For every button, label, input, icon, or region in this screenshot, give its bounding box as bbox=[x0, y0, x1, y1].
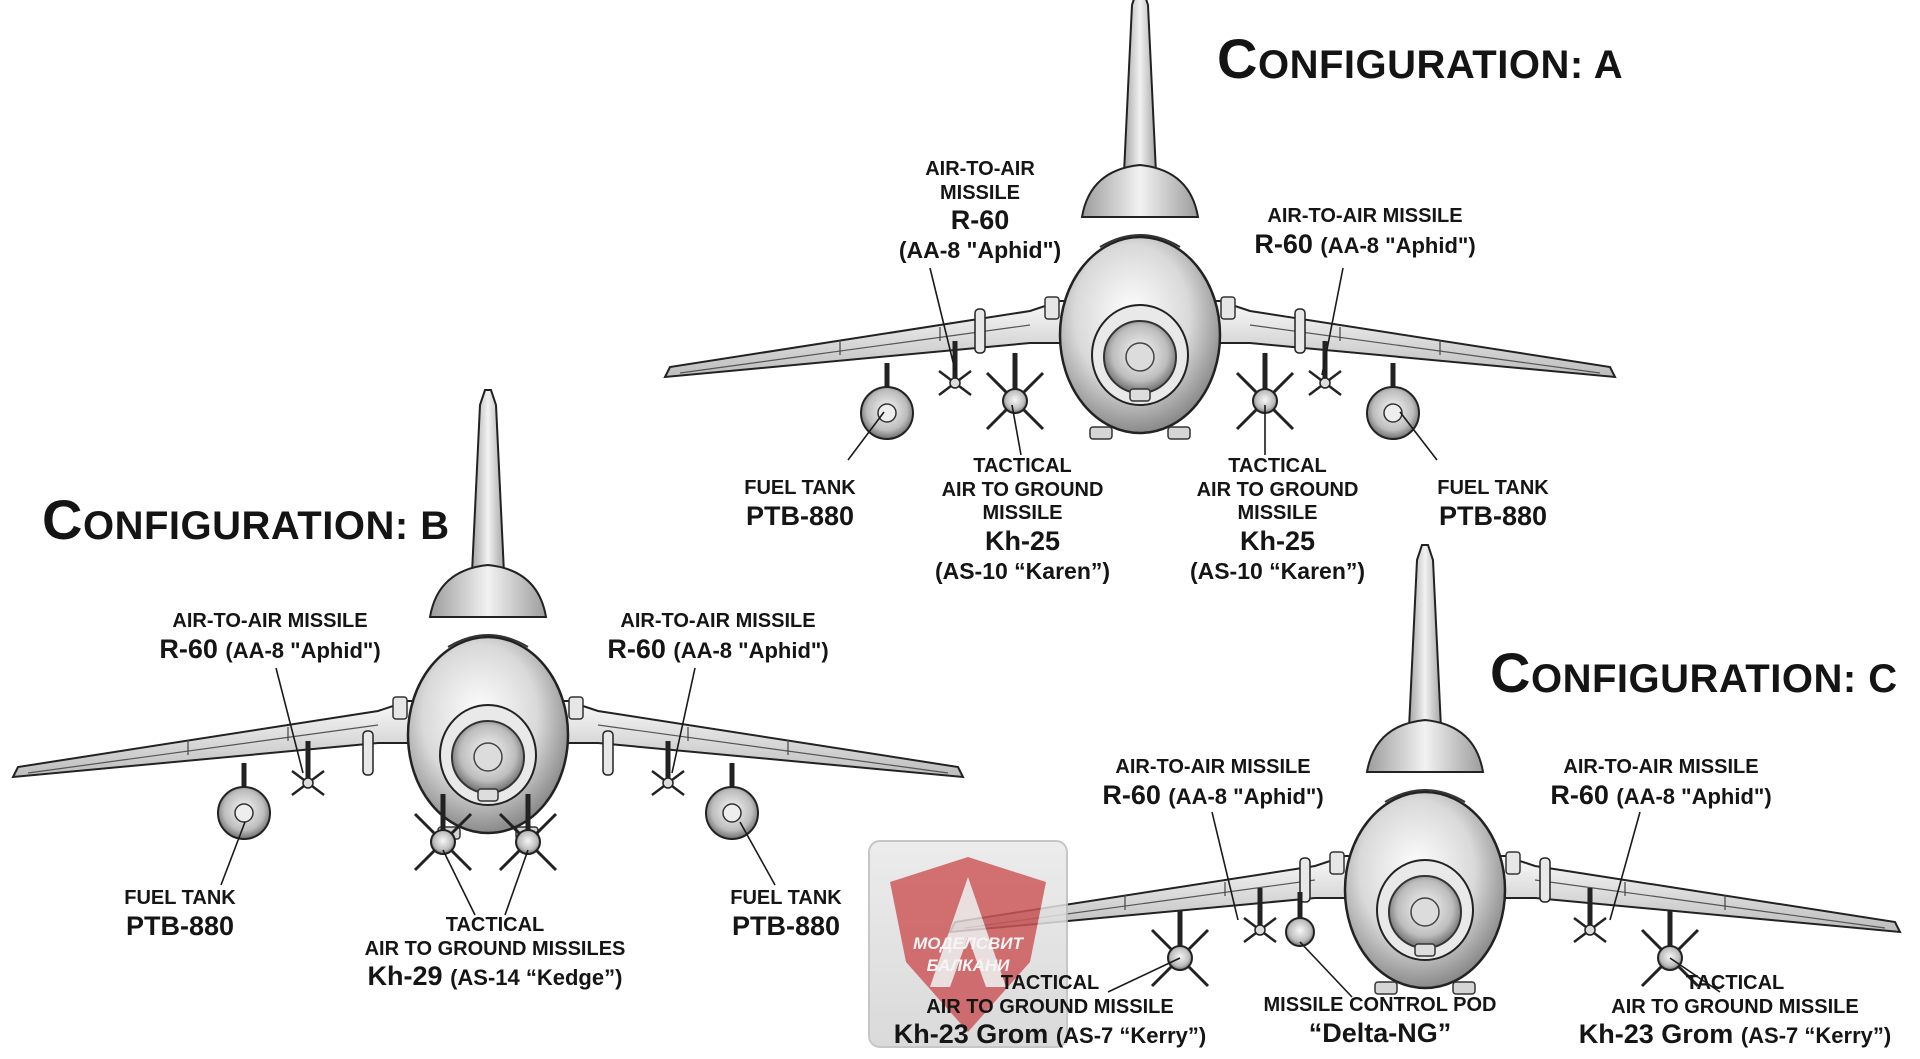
watermark-logo: МОДЕЛСВИТ БАЛКАНИ bbox=[868, 840, 1068, 1048]
watermark-line1: МОДЕЛСВИТ bbox=[913, 934, 1023, 953]
config-c-label-agm-right: TACTICAL AIR TO GROUND MISSILE Kh-23 Gro… bbox=[1578, 972, 1892, 1050]
config-a-label-agm-left: TACTICAL AIR TO GROUND MISSILE Kh-25 (AS… bbox=[934, 455, 1111, 584]
watermark-line2: БАЛКАНИ bbox=[926, 956, 1010, 975]
config-a-label-aam-right: AIR-TO-AIR MISSILE R-60 (AA-8 "Aphid") bbox=[1254, 205, 1476, 259]
aircraft-config-c bbox=[948, 543, 1902, 996]
config-c-label-aam-left: AIR-TO-AIR MISSILE R-60 (AA-8 "Aphid") bbox=[1102, 756, 1324, 810]
config-b-label-aam-left: AIR-TO-AIR MISSILE R-60 (AA-8 "Aphid") bbox=[159, 610, 381, 664]
config-a-label-agm-right: TACTICAL AIR TO GROUND MISSILE Kh-25 (AS… bbox=[1189, 455, 1366, 584]
config-a-label-fuel-left: FUEL TANK PTB-880 bbox=[744, 477, 856, 531]
config-b-label-aam-right: AIR-TO-AIR MISSILE R-60 (AA-8 "Aphid") bbox=[607, 610, 829, 664]
config-c-label-agm-left: TACTICAL AIR TO GROUND MISSILE Kh-23 Gro… bbox=[893, 972, 1207, 1050]
config-a-label-fuel-right: FUEL TANK PTB-880 bbox=[1437, 477, 1549, 531]
config-a-title: CONFIGURATION: A bbox=[1217, 27, 1624, 90]
config-b-label-fuel-left: FUEL TANK PTB-880 bbox=[124, 887, 236, 941]
config-b-label-fuel-right: FUEL TANK PTB-880 bbox=[730, 887, 842, 941]
config-c-label-pod: MISSILE CONTROL POD “Delta-NG” bbox=[1263, 994, 1497, 1048]
shield-logo-icon bbox=[890, 857, 1046, 1032]
leader-lines bbox=[220, 267, 1721, 998]
config-b-title: CONFIGURATION: B bbox=[42, 488, 450, 551]
config-a-label-aam-left: AIR-TO-AIR MISSILE R-60 (AA-8 "Aphid") bbox=[898, 158, 1062, 264]
config-c-title: CONFIGURATION: C bbox=[1490, 641, 1898, 704]
config-b-label-agm: TACTICAL AIR TO GROUND MISSILES Kh-29 (A… bbox=[364, 914, 626, 992]
config-c-label-aam-right: AIR-TO-AIR MISSILE R-60 (AA-8 "Aphid") bbox=[1550, 756, 1772, 810]
